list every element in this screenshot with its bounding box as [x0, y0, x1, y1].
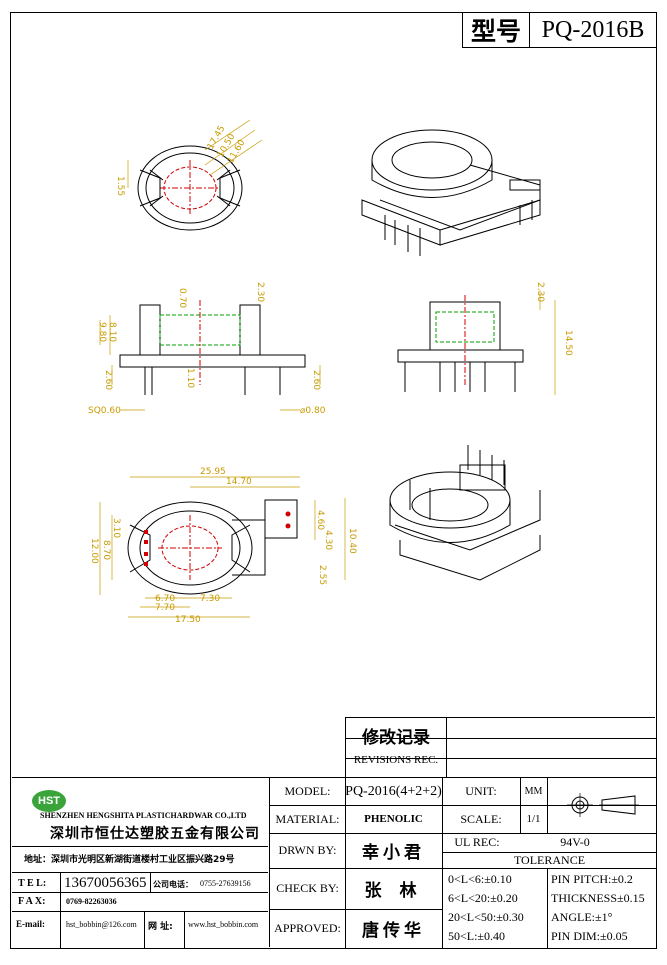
bottom-dim-6: 4.60: [315, 510, 325, 530]
unit-label: UNIT:: [465, 784, 497, 798]
type-label: 型号: [463, 13, 530, 47]
bottom-dim-13: 17.50: [175, 615, 201, 625]
material-value: PHENOLIC: [364, 813, 423, 825]
drawn-label: DRWN BY:: [278, 843, 337, 857]
front-dim-4: 9.80: [97, 322, 107, 342]
bottom-view: [127, 499, 298, 595]
bottom-dim-4: 12.00: [89, 538, 99, 564]
bottom-pins: [144, 511, 291, 566]
projection-symbol: [567, 793, 639, 817]
web-value: www.hst_bobbin.com: [188, 920, 259, 929]
side-dim-1: 2.30: [535, 282, 545, 302]
front-dim-8: SQ0.60: [88, 406, 121, 416]
front-dim-7: 2.60: [311, 370, 321, 390]
scale-label: SCALE:: [460, 811, 502, 826]
iso-view-top: [361, 129, 541, 256]
tolerance-1: 0<L<6:±0.10: [448, 872, 512, 886]
company-tel-label: 公司电话：: [153, 880, 193, 889]
pin-pitch: PIN PITCH:±0.2: [551, 872, 633, 886]
front-view: [119, 300, 306, 395]
bottom-dim-11: 7.30: [200, 594, 220, 604]
front-dim-9: ⌀0.80: [300, 406, 326, 416]
side-dim-2: 14.50: [563, 330, 573, 356]
front-dim-1: 0.70: [177, 288, 187, 308]
side-view: [397, 295, 524, 392]
revisions-table: 修改记录 REVISIONS REC.: [345, 717, 656, 778]
bottom-dim-8: 10.40: [347, 528, 357, 554]
tel-label: T E L:: [18, 878, 47, 889]
company-name-en: SHENZHEN HENGSHITA PLASTICHARDWAR CO.,LT…: [40, 811, 247, 820]
email-label: E-mail:: [16, 919, 45, 929]
top-view: [137, 145, 243, 231]
tel-value: 13670056365: [64, 875, 147, 891]
model-value: PQ-2016(4+2+2): [345, 783, 442, 799]
bottom-dim-12: 7.70: [155, 603, 175, 613]
revisions-title-en: REVISIONS REC.: [353, 754, 439, 766]
scale-value: 1/1: [526, 813, 541, 825]
angle: ANGLE:±1°: [551, 910, 613, 924]
check-value: 张 林: [364, 881, 423, 901]
model-code: PQ-2016B: [541, 16, 645, 43]
front-dim-5: 2.60: [103, 370, 113, 390]
email-value: hst_bobbin@126.com: [66, 920, 137, 929]
check-label: CHECK BY:: [276, 881, 339, 895]
model-type-box: 型号 PQ-2016B: [462, 12, 657, 48]
thickness: THICKNESS±0.15: [551, 891, 645, 905]
fax-label: F A X:: [18, 896, 46, 907]
pin-dim: PIN DIM:±0.05: [551, 929, 628, 943]
approved-label: APPROVED:: [274, 921, 341, 935]
bottom-dim-10: 6.70: [155, 594, 175, 604]
bottom-dim-5: 8.70: [101, 540, 111, 560]
drawing-frame: [10, 12, 657, 949]
company-logo: HST: [32, 790, 66, 812]
revisions-title-cn: 修改记录: [362, 727, 430, 748]
tolerance-2: 6<L<20:±0.20: [448, 891, 518, 905]
front-dim-6: 1.10: [185, 368, 195, 388]
top-dim-1: 1.55: [115, 176, 125, 196]
bottom-dim-1: 25.95: [200, 467, 226, 477]
model-label: MODEL:: [284, 784, 331, 798]
unit-value: MM: [524, 786, 543, 797]
bottom-dim-9: 2.55: [317, 565, 327, 585]
approved-value: 唐传华: [362, 921, 425, 941]
web-label: 网 址:: [148, 922, 173, 932]
front-dim-3: 8.10: [107, 322, 117, 342]
company-block: HST SHENZHEN HENGSHITA PLASTICHARDWAR CO…: [12, 777, 270, 948]
company-name-cn: 深圳市恒仕达塑胶五金有限公司: [50, 826, 260, 842]
ul-value: 94V-0: [560, 835, 590, 849]
bottom-dim-3: 3.10: [111, 518, 121, 538]
bottom-dim-7: 4.30: [323, 530, 333, 550]
spec-table: MODEL: PQ-2016(4+2+2) MATERIAL: PHENOLIC…: [270, 777, 657, 949]
company-address: 地址：深圳市光明区新湖街道楼村工业区振兴路29号: [24, 855, 235, 865]
tolerance-3: 20<L<50:±0.30: [448, 910, 524, 924]
tolerance-label: TOLERANCE: [513, 852, 586, 867]
company-tel-value: 0755-27639156: [200, 879, 251, 888]
material-label: MATERIAL:: [275, 811, 340, 826]
bottom-dim-2: 14.70: [226, 477, 252, 487]
fax-value: 0769-82263036: [66, 897, 117, 906]
ul-label: UL REC:: [454, 835, 500, 849]
iso-view-bottom: [389, 445, 541, 581]
tolerance-4: 50<L:±0.40: [448, 929, 506, 943]
front-dim-2: 2.30: [255, 282, 265, 302]
drawn-value: 幸小君: [362, 843, 425, 863]
